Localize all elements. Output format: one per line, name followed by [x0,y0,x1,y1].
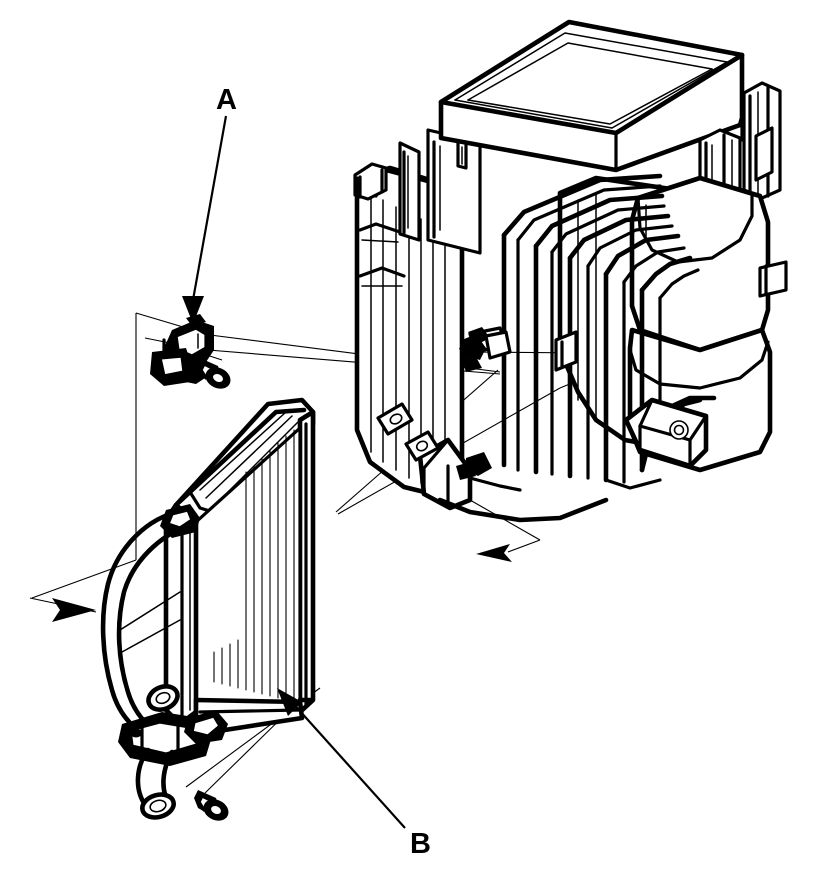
assembly-arrow-housing [469,499,541,562]
pipe-clamp-bracket [150,314,214,386]
housing-ribs [501,173,700,484]
clamp-bolt [196,358,231,389]
assembly-arrow-left [29,597,97,622]
callout-label-a: A [216,84,237,116]
callout-b-leader [277,688,406,829]
callout-label-b: B [410,828,431,860]
heater-unit-housing [353,19,788,523]
heater-core [100,397,316,820]
core-bolt [194,790,229,821]
callout-a-leader [182,115,228,324]
housing-accent-detail [456,327,492,480]
